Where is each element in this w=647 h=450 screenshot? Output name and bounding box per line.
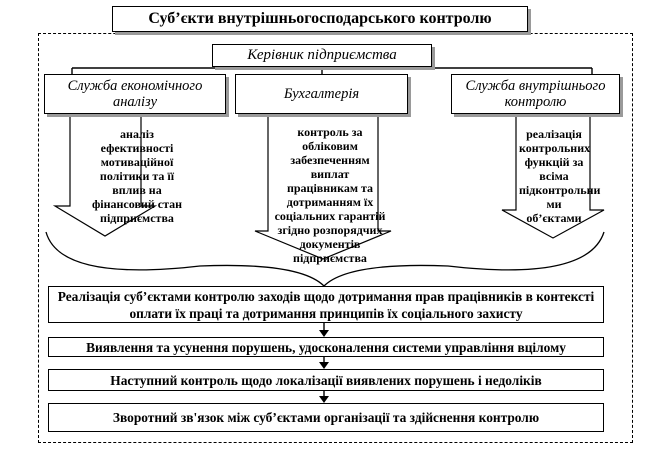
desc-internal-control: реалізація контрольних функцій за всіма … bbox=[519, 127, 601, 225]
desc-analysis: аналіз ефективності мотиваційної політик… bbox=[91, 127, 183, 225]
callout-arrow-analysis bbox=[52, 117, 158, 237]
result-box-4: Зворотний зв'язок між суб’єктами організ… bbox=[48, 403, 604, 432]
callout-arrow-control bbox=[501, 117, 605, 239]
callout-arrow-accounting bbox=[254, 117, 392, 260]
dashed-frame bbox=[38, 33, 633, 443]
desc-accounting: контроль за обліковим забезпеченням випл… bbox=[274, 125, 386, 265]
diagram-title: Суб’єкти внутрішньогосподарського контро… bbox=[112, 6, 528, 32]
result-box-2: Виявлення та усунення порушень, удоскона… bbox=[48, 337, 604, 357]
result-box-3: Наступний контроль щодо локалізації вияв… bbox=[48, 369, 604, 391]
result-box-1: Реалізація суб’єктами контролю заходів щ… bbox=[48, 286, 604, 323]
head-box: Керівник підприємства bbox=[212, 44, 432, 67]
service-accounting: Бухгалтерія bbox=[235, 74, 408, 114]
service-internal-control: Служба внутрішнього контролю bbox=[451, 74, 620, 114]
service-analysis: Служба економічного аналізу bbox=[44, 74, 226, 114]
